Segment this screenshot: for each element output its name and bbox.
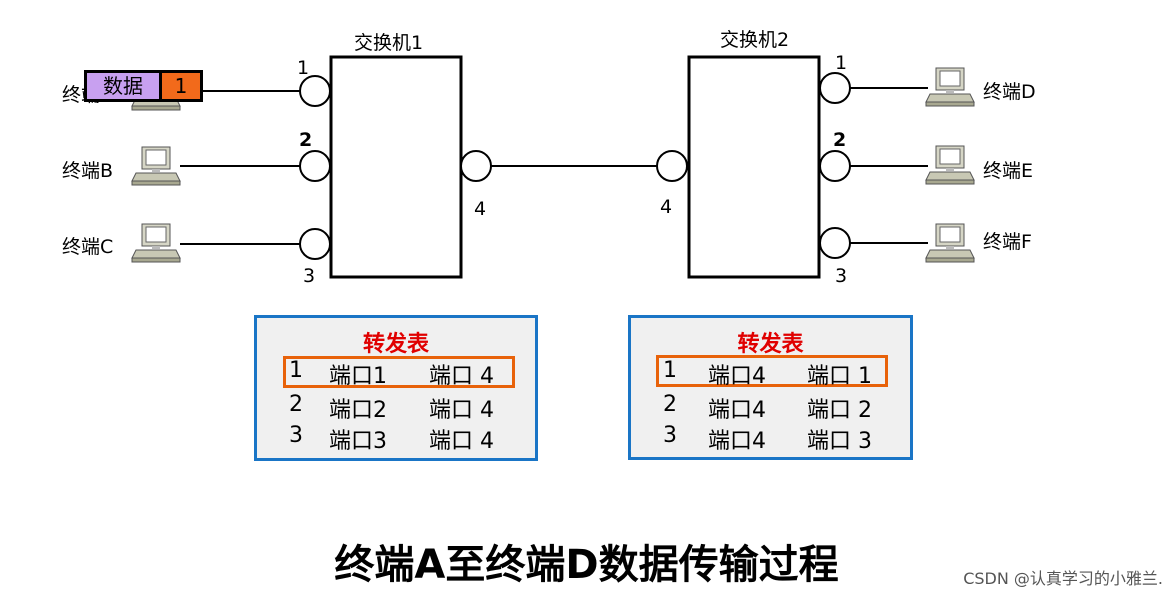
- switch2-title: 交换机2: [720, 29, 790, 51]
- terminal-d-label: 终端D: [983, 81, 1036, 103]
- forwarding-table-1-title: 转发表: [362, 332, 429, 357]
- watermark: CSDN @认真学习的小雅兰.: [963, 569, 1163, 588]
- switch1-box: [329, 55, 463, 279]
- packet-port-label: 1: [162, 73, 200, 99]
- switch1-port-2: [299, 150, 331, 182]
- row-number: 1: [289, 358, 303, 383]
- switch1-port-4: [460, 150, 492, 182]
- table-row: 2 端口2 端口 4: [257, 392, 535, 423]
- diagram-caption: 终端A至终端D数据传输过程: [334, 542, 839, 588]
- terminal-b-computer-icon: [131, 146, 181, 186]
- terminal-c-computer-icon: [131, 223, 181, 263]
- table-row: 3 端口4 端口 3: [631, 423, 910, 454]
- terminal-c-label: 终端C: [62, 236, 114, 258]
- terminal-f-label: 终端F: [983, 231, 1032, 253]
- row-dest-port: 端口 4: [429, 429, 494, 454]
- table-row: 1 端口1 端口 4: [257, 358, 535, 389]
- switch2-port-1: [819, 72, 851, 104]
- table-row: 3 端口3 端口 4: [257, 423, 535, 454]
- switch1-port-1-label: 1: [297, 57, 310, 79]
- row-number: 2: [289, 392, 303, 417]
- row-dest-port: 端口 4: [429, 364, 494, 389]
- switch2-port-1-label: 1: [835, 52, 848, 74]
- terminal-e-label: 终端E: [983, 160, 1034, 182]
- data-packet: 数据 1: [84, 70, 203, 102]
- terminal-d-computer-icon: [925, 67, 975, 107]
- row-dest-port: 端口 1: [807, 364, 872, 389]
- row-number: 2: [663, 392, 677, 417]
- row-source-port: 端口4: [708, 429, 766, 454]
- switch1-port-1: [299, 75, 331, 107]
- forwarding-table-2-title: 转发表: [737, 332, 804, 357]
- terminal-e-computer-icon: [925, 145, 975, 185]
- terminal-b-label: 终端B: [62, 160, 114, 182]
- row-source-port: 端口2: [329, 398, 387, 423]
- switch1-port-4-label: 4: [474, 198, 487, 220]
- row-source-port: 端口4: [708, 398, 766, 423]
- forwarding-table-1: 转发表 1 端口1 端口 4 2 端口2 端口 4 3 端口3 端口 4: [254, 315, 538, 461]
- forwarding-table-2-highlight: [656, 355, 888, 387]
- row-number: 3: [289, 423, 303, 448]
- switch1-port-3-label: 3: [303, 265, 316, 287]
- row-dest-port: 端口 4: [429, 398, 494, 423]
- forwarding-table-1-highlight: [283, 356, 515, 388]
- switch2-port-2-label: 2: [833, 129, 847, 151]
- terminal-f-computer-icon: [925, 223, 975, 263]
- switch2-box: [687, 55, 821, 279]
- switch2-port-3: [819, 227, 851, 259]
- table-row: 2 端口4 端口 2: [631, 392, 910, 423]
- switch2-port-2: [819, 150, 851, 182]
- row-number: 1: [663, 358, 677, 383]
- row-source-port: 端口3: [329, 429, 387, 454]
- switch1-title: 交换机1: [354, 32, 424, 54]
- switch2-port-4-label: 4: [660, 196, 673, 218]
- table-row: 1 端口4 端口 1: [631, 358, 910, 389]
- row-source-port: 端口1: [329, 364, 387, 389]
- switch1-port-2-label: 2: [299, 129, 313, 151]
- switch2-port-4: [656, 150, 688, 182]
- row-dest-port: 端口 2: [807, 398, 872, 423]
- packet-data-label: 数据: [87, 73, 162, 99]
- switch1-port-3: [299, 228, 331, 260]
- forwarding-table-2: 转发表 1 端口4 端口 1 2 端口4 端口 2 3 端口4 端口 3: [628, 315, 913, 460]
- row-source-port: 端口4: [708, 364, 766, 389]
- switch2-port-3-label: 3: [835, 265, 848, 287]
- row-dest-port: 端口 3: [807, 429, 872, 454]
- row-number: 3: [663, 423, 677, 448]
